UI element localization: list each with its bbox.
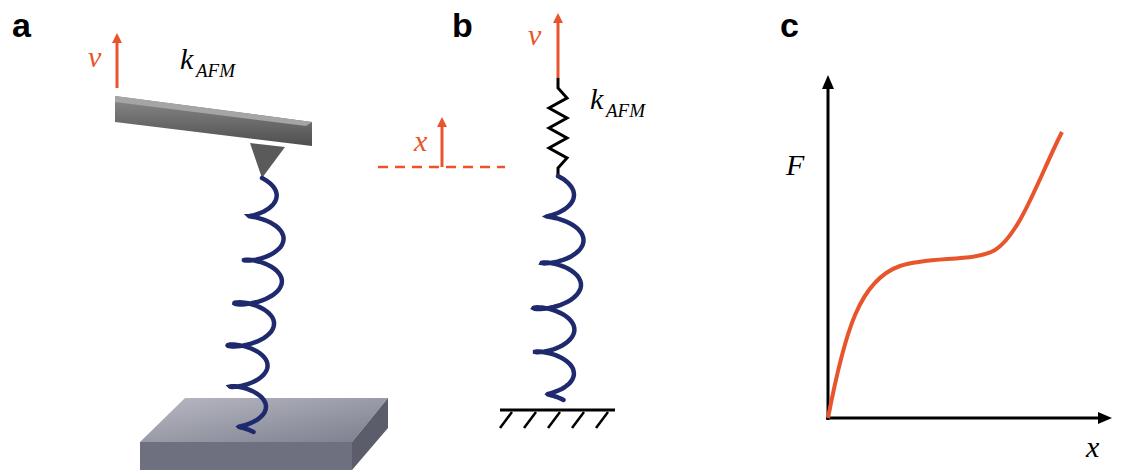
cantilever-spring [549,78,567,178]
hatch-stroke [572,412,584,428]
polymer-chain [228,178,284,432]
panel-letter: c [780,6,799,45]
x-axis-label: x [1086,430,1099,464]
y-axis [827,82,830,420]
velocity-label: v [88,40,101,74]
y-axis-label: F [786,148,804,182]
displacement-label: x [414,124,427,158]
ground-hatch [500,412,608,428]
cantilever [115,96,312,146]
substrate-side [352,398,388,470]
panel-letter: a [12,6,31,45]
stiffness-label: k [180,42,193,76]
hatch-stroke [500,412,512,428]
velocity-label: v [528,18,541,52]
hatch-stroke [596,412,608,428]
ground-line [500,409,615,412]
displacement-arrow [441,122,444,167]
stiffness-subscript: AFM [606,100,645,122]
substrate-front [140,442,352,470]
cantilever-top [115,96,312,126]
x-axis [826,417,1105,420]
velocity-arrow [116,38,119,88]
stiffness-subscript: AFM [196,60,235,82]
hatch-stroke [524,412,536,428]
panel-letter: b [452,6,473,45]
cantilever-tip [250,143,285,178]
velocity-arrow [557,18,560,78]
stiffness-label: k [590,82,603,116]
polymer-chain [534,176,584,400]
hatch-stroke [548,412,560,428]
force-curve [828,132,1062,418]
